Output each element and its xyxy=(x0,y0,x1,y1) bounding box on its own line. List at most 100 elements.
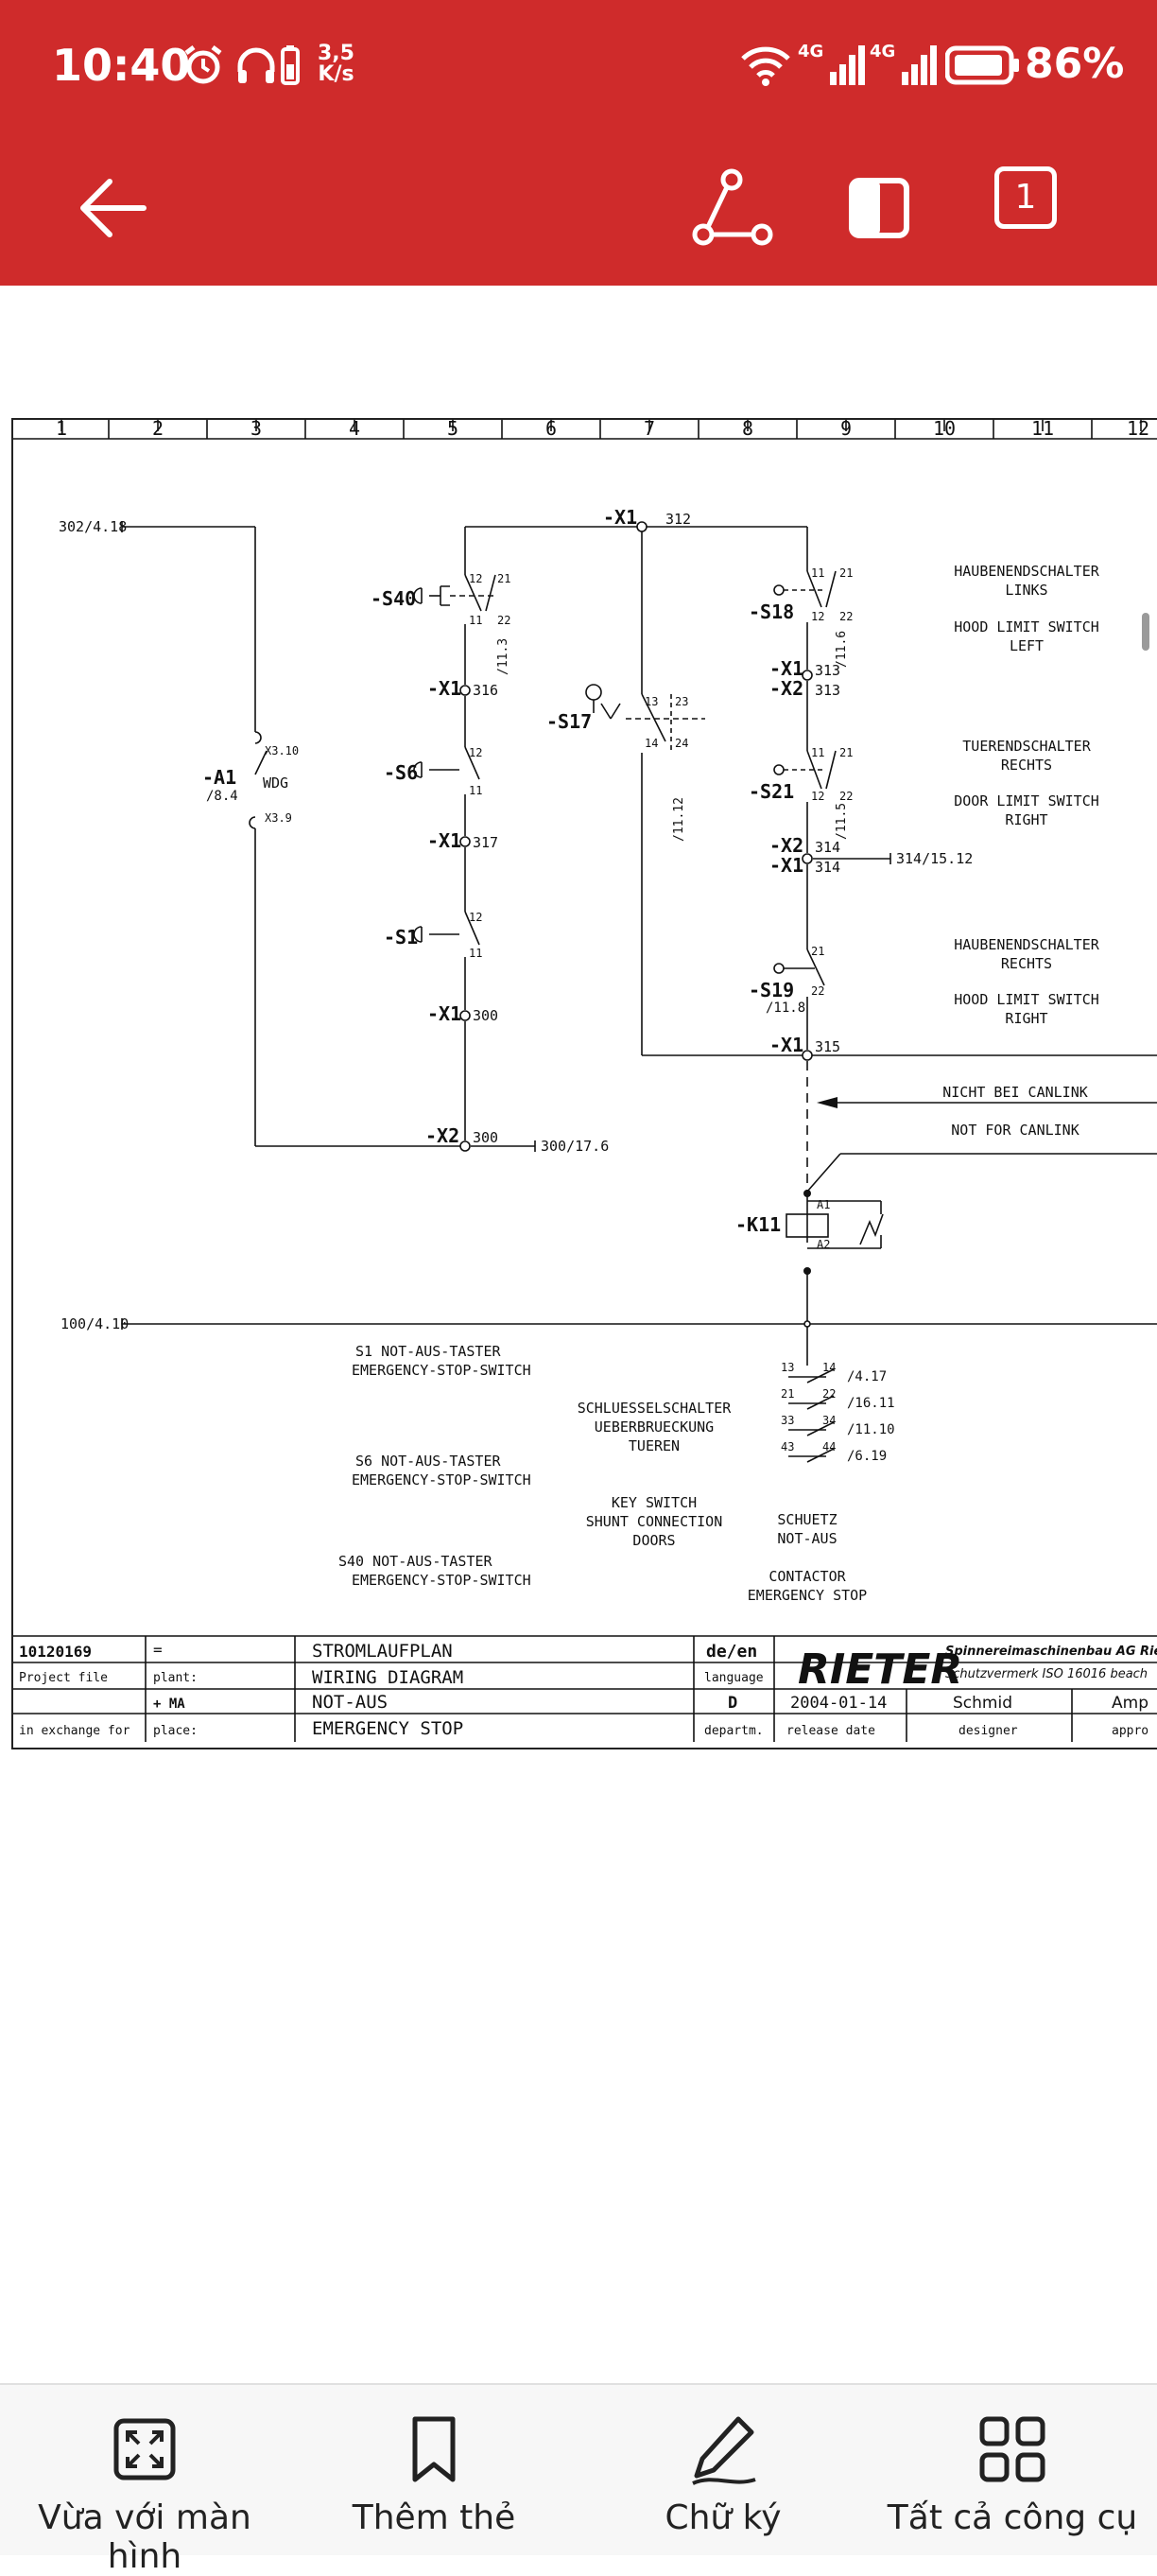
coil-terminal: A2 xyxy=(817,1238,830,1251)
device-label-s19: -S19 xyxy=(749,979,794,1001)
contact-number: 21 xyxy=(839,566,853,580)
legend-text: EMERGENCY-STOP-SWITCH xyxy=(352,1362,531,1379)
contact-number: 14 xyxy=(645,737,658,750)
contact-number: 33 xyxy=(781,1414,794,1427)
iso-note: Schutzvermerk ISO 16016 beach xyxy=(945,1667,1148,1681)
page-count-button[interactable]: 1 xyxy=(994,166,1057,229)
signature-button[interactable]: Chữ ký xyxy=(578,2385,868,2555)
contact-number: 21 xyxy=(839,746,853,759)
device-label-s18: -S18 xyxy=(749,600,794,623)
device-label-a1: -A1 xyxy=(202,766,236,789)
terminal-strip-label: -X1 xyxy=(769,1034,803,1056)
drawing-subtitle: EMERGENCY STOP xyxy=(312,1718,463,1739)
terminal-strip-label: -X2 xyxy=(769,834,803,857)
terminal-label: X3.9 xyxy=(265,811,292,825)
contact-number: 24 xyxy=(675,737,688,750)
terminal-strip-label: -X1 xyxy=(427,677,461,700)
contact-number: 21 xyxy=(781,1387,794,1401)
switch-description: TUERENDSCHALTER xyxy=(962,738,1091,755)
column-number: 11 xyxy=(1031,420,1054,440)
terminal-number: 314 xyxy=(815,839,840,856)
approver-name: Amp xyxy=(1112,1694,1148,1713)
title-block-field: departm. xyxy=(704,1724,764,1738)
contact-number: 34 xyxy=(822,1414,836,1427)
grid-tools-icon xyxy=(979,2416,1045,2482)
terminal-strip-label: -X1 xyxy=(427,829,461,852)
cross-reference-label: /11.6 xyxy=(835,631,849,668)
switch-description: LINKS xyxy=(1005,582,1047,599)
legend-text: S40 NOT-AUS-TASTER xyxy=(338,1553,493,1570)
share-icon[interactable] xyxy=(684,161,779,255)
terminal-number: 300 xyxy=(473,1007,498,1024)
cross-reference-label: /11.12 xyxy=(672,797,686,842)
switch-description: RIGHT xyxy=(1005,811,1047,828)
contact-number: 11 xyxy=(469,947,482,960)
cross-reference-label: /11.10 xyxy=(847,1422,895,1437)
add-bookmark-label: Thêm thẻ xyxy=(352,2498,516,2537)
fit-screen-button[interactable]: Vừa với màn hình xyxy=(0,2385,289,2576)
contact-number: 21 xyxy=(497,572,510,585)
switch-description: HOOD LIMIT SWITCH xyxy=(954,618,1099,635)
legend-text: EMERGENCY-STOP-SWITCH xyxy=(352,1572,531,1589)
contact-number: 22 xyxy=(822,1387,836,1401)
cross-reference-label: /11.5 xyxy=(835,803,849,840)
contact-number: 11 xyxy=(811,746,824,759)
signal-4g-icon: 4G xyxy=(798,42,865,85)
cross-reference-label: 314/15.12 xyxy=(896,850,973,867)
column-number: 1 xyxy=(56,420,67,440)
legend-text: EMERGENCY STOP xyxy=(748,1587,867,1604)
signal-4g-icon: 4G xyxy=(870,42,937,85)
battery-saver-icon xyxy=(281,45,300,85)
title-block-field: de/en xyxy=(706,1642,757,1662)
coil-terminal: A1 xyxy=(817,1198,830,1211)
all-tools-label: Tất cả công cụ xyxy=(887,2498,1138,2537)
contact-number: 11 xyxy=(469,784,482,797)
terminal-strip-label: -X2 xyxy=(425,1124,459,1147)
device-label-s40: -S40 xyxy=(371,587,416,610)
battery-icon xyxy=(945,45,1019,85)
title-block-field: release date xyxy=(786,1724,875,1738)
column-number: 12 xyxy=(1127,420,1149,440)
pen-signature-icon xyxy=(692,2416,756,2485)
terminal-number: 300 xyxy=(473,1129,498,1146)
column-number: 6 xyxy=(545,420,557,440)
battery-percent: 86% xyxy=(1025,40,1125,88)
cross-reference-label: 300/17.6 xyxy=(541,1138,609,1155)
device-label: WDG xyxy=(263,775,288,792)
legend-text: S1 NOT-AUS-TASTER xyxy=(355,1343,501,1360)
legend-text: SCHUETZ xyxy=(777,1511,837,1528)
fit-screen-label: Vừa với màn hình xyxy=(38,2498,251,2576)
switch-description: HOOD LIMIT SWITCH xyxy=(954,991,1099,1008)
contact-number: 22 xyxy=(811,984,824,998)
contact-number: 13 xyxy=(781,1361,794,1374)
network-speed: 3,5 K/s xyxy=(318,42,354,86)
contact-number: 22 xyxy=(839,610,853,623)
scrollbar-thumb[interactable] xyxy=(1142,613,1149,651)
column-number: 5 xyxy=(447,420,458,440)
arrow-left-icon[interactable] xyxy=(66,161,161,255)
switch-description: RECHTS xyxy=(1001,955,1052,972)
page-view-icon[interactable] xyxy=(832,161,926,255)
bookmark-icon xyxy=(412,2416,456,2482)
contact-number: 12 xyxy=(469,746,482,759)
column-number: 9 xyxy=(840,420,852,440)
svg-text:4G: 4G xyxy=(870,42,895,61)
signature-label: Chữ ký xyxy=(665,2498,782,2537)
title-block-field: place: xyxy=(153,1724,198,1738)
add-bookmark-button[interactable]: Thêm thẻ xyxy=(289,2385,578,2555)
title-block-field: + MA xyxy=(153,1697,185,1712)
cross-reference-label: /6.19 xyxy=(847,1449,887,1464)
title-block-field: in exchange for xyxy=(19,1724,130,1738)
contact-number: 21 xyxy=(811,945,824,958)
document-page[interactable]: 1 2 3 4 5 6 7 8 9 10 11 12 302/4.18 100/… xyxy=(11,418,1157,1749)
legend-text: CONTACTOR xyxy=(768,1568,846,1585)
release-date: 2004-01-14 xyxy=(790,1694,887,1713)
top-toolbar xyxy=(0,132,1157,286)
all-tools-button[interactable]: Tất cả công cụ xyxy=(868,2385,1157,2555)
fit-screen-icon xyxy=(113,2418,176,2480)
contact-number: 43 xyxy=(781,1440,794,1453)
drawing-title: WIRING DIAGRAM xyxy=(312,1667,463,1688)
terminal-number: 312 xyxy=(665,511,691,528)
legend-text: SCHLUESSELSCHALTER xyxy=(578,1400,733,1417)
drawing-subtitle: NOT-AUS xyxy=(312,1692,388,1713)
